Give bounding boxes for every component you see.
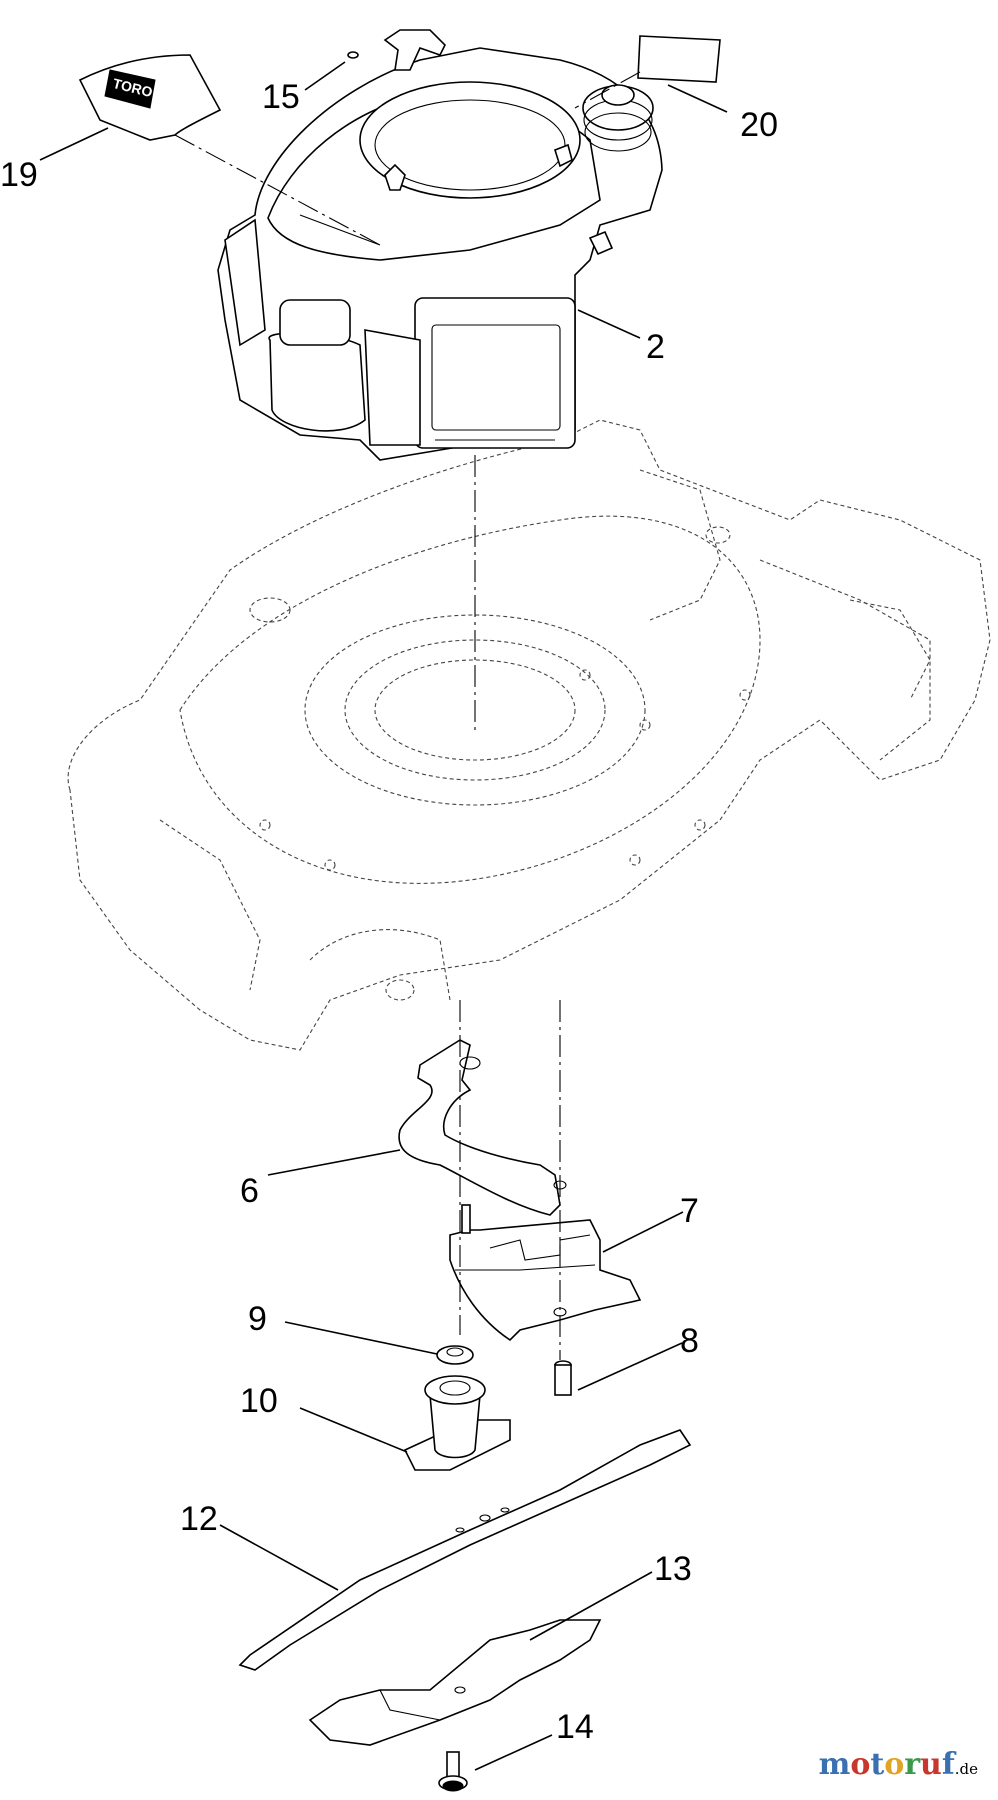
callout-8: 8 xyxy=(680,1322,699,1360)
callout-9: 9 xyxy=(248,1300,267,1338)
blade-shield xyxy=(449,1204,642,1342)
bolt xyxy=(554,1360,572,1396)
fin-blade xyxy=(308,1619,602,1746)
small-screw xyxy=(347,51,359,59)
watermark-letter: f xyxy=(941,1747,955,1782)
baffle-bracket xyxy=(398,1039,567,1216)
callout-2: 2 xyxy=(646,328,665,366)
blade-adapter xyxy=(403,1375,511,1471)
watermark-letter: u xyxy=(920,1747,942,1782)
assembly-axes xyxy=(174,71,641,1360)
watermark-logo: motoruf.de xyxy=(819,1747,978,1782)
engine xyxy=(217,29,663,461)
watermark-letter: o xyxy=(884,1747,905,1782)
callout-numbers: 15 19 20 2 6 7 9 8 10 12 13 14 xyxy=(0,78,778,1746)
washer xyxy=(436,1345,474,1365)
callout-12: 12 xyxy=(180,1500,218,1538)
watermark-letter: t xyxy=(870,1747,885,1782)
watermark-suffix: .de xyxy=(954,1760,978,1778)
watermark-letters: motoruf xyxy=(819,1747,955,1782)
blade xyxy=(238,1429,692,1671)
watermark-letter: m xyxy=(818,1747,851,1782)
callout-20: 20 xyxy=(740,106,778,144)
callout-19: 19 xyxy=(0,156,38,194)
watermark-letter: r xyxy=(904,1747,921,1782)
label-plate xyxy=(637,35,721,83)
callout-10: 10 xyxy=(240,1382,278,1420)
watermark-letter: o xyxy=(850,1747,871,1782)
mower-deck xyxy=(67,419,991,1051)
decal: TORO xyxy=(78,54,222,141)
callout-15: 15 xyxy=(262,78,300,116)
callout-6: 6 xyxy=(240,1172,259,1210)
leader-lines xyxy=(39,61,728,1771)
callout-14: 14 xyxy=(556,1708,594,1746)
blade-bolt xyxy=(438,1751,468,1792)
callout-13: 13 xyxy=(654,1550,692,1588)
callout-7: 7 xyxy=(680,1192,699,1230)
